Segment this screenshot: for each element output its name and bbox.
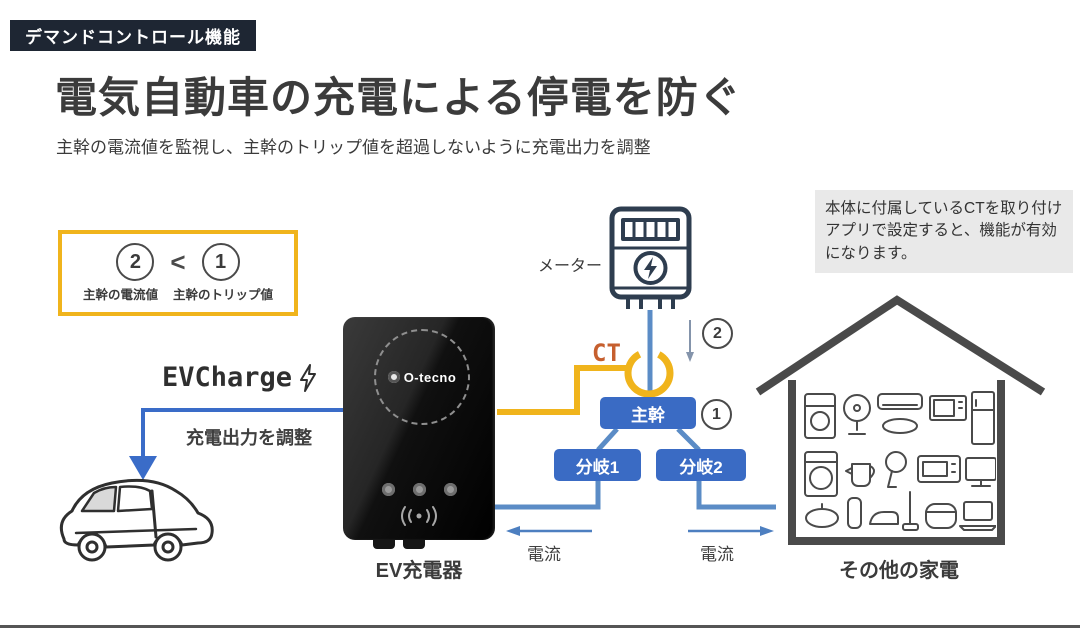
led-icon xyxy=(412,483,426,496)
branch2-box: 分岐2 xyxy=(656,449,746,481)
main-current-label: 主幹の電流値 xyxy=(82,288,158,302)
ct-label: CT xyxy=(592,339,621,367)
fan-icon xyxy=(843,394,871,422)
page-subtitle: 主幹の電流値を監視し、主幹のトリップ値を超過しないように充電出力を調整 xyxy=(56,138,651,157)
meter-flow-arrowhead xyxy=(686,352,694,362)
air-conditioner-icon xyxy=(877,393,923,410)
adjust-output-label: 充電出力を調整 xyxy=(186,428,312,448)
branch1-to-charger-line xyxy=(492,481,601,510)
meter-icon xyxy=(609,206,692,309)
condition-formula: 2 < 1 xyxy=(116,243,240,281)
microwave-icon xyxy=(929,395,967,421)
house-icon xyxy=(755,295,1046,545)
led-icon xyxy=(443,483,457,496)
slide-bottom-edge xyxy=(0,625,1080,628)
thermos-icon xyxy=(847,497,862,529)
meter-label: メーター xyxy=(538,258,603,275)
charger-status-leds xyxy=(343,483,495,496)
hair-dryer-icon xyxy=(885,451,907,473)
circled-number-1: 1 xyxy=(201,243,240,281)
ev-charger-label: EV充電器 xyxy=(375,560,463,582)
iron-icon xyxy=(869,511,899,525)
contactless-icon xyxy=(401,506,437,526)
condition-box: 2 < 1 主幹の電流値 主幹のトリップ値 xyxy=(58,230,298,316)
page-title: 電気自動車の充電による停電を防ぐ xyxy=(55,74,742,121)
brand-dot-icon xyxy=(387,371,400,383)
marker-circled-2: 2 xyxy=(702,318,733,349)
ceiling-light-icon xyxy=(882,418,918,434)
lightning-icon xyxy=(300,363,317,392)
main-breaker-box: 主幹 xyxy=(600,397,696,429)
appliances-icons xyxy=(804,391,996,531)
rice-cooker-icon xyxy=(925,503,957,529)
note-box: 本体に付属しているCTを取り付けアプリで設定すると、機能が有効になります。 xyxy=(815,190,1073,274)
charge-output-line xyxy=(141,408,345,457)
charger-brand-logo: O-tecno xyxy=(387,369,457,385)
house-label: その他の家電 xyxy=(839,560,959,582)
ev-charger-device: O-tecno xyxy=(343,317,495,549)
trip-value-label: 主幹のトリップ値 xyxy=(173,288,274,302)
current-label-right: 電流 xyxy=(700,545,734,564)
led-icon xyxy=(381,483,395,496)
main-to-branch2-line xyxy=(676,427,701,452)
main-to-branch1-line xyxy=(596,427,619,452)
drum-washer-icon xyxy=(804,451,838,497)
ct-clamp-icon xyxy=(624,348,674,398)
current-right-arrowhead xyxy=(760,526,774,536)
current-label-left: 電流 xyxy=(527,545,561,564)
charger-brand-text: O-tecno xyxy=(403,369,457,385)
charge-output-arrowhead xyxy=(129,456,157,480)
car-icon xyxy=(59,478,214,562)
ct-wire xyxy=(497,365,630,415)
evcharge-label: EVCharge xyxy=(162,362,317,393)
current-left-arrowhead xyxy=(506,526,520,536)
charger-logo-ring: O-tecno xyxy=(374,329,470,425)
washing-machine-icon xyxy=(804,393,836,439)
section-badge: デマンドコントロール機能 xyxy=(10,20,256,51)
circled-number-2: 2 xyxy=(116,243,155,281)
toaster-oven-icon xyxy=(917,455,961,483)
evcharge-text: EVCharge xyxy=(162,362,293,393)
fridge-icon xyxy=(971,391,995,445)
robot-vacuum-icon xyxy=(805,508,839,528)
branch2-to-house-line xyxy=(696,481,776,510)
kettle-icon xyxy=(851,463,871,487)
less-than-operator: < xyxy=(170,246,186,277)
laptop-icon xyxy=(963,501,993,521)
tv-icon xyxy=(965,457,996,481)
branch1-box: 分岐1 xyxy=(554,449,641,481)
marker-circled-1: 1 xyxy=(701,399,732,430)
